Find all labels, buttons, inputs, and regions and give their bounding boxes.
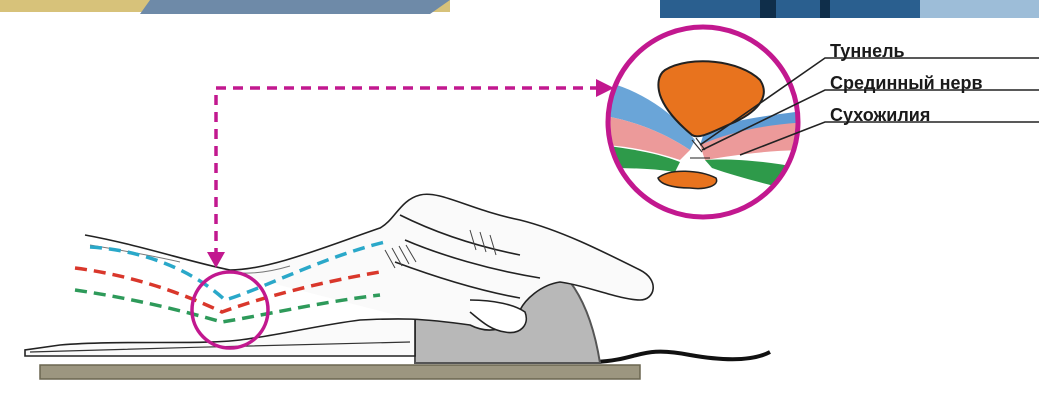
top-strip-right-light: [920, 0, 1039, 18]
top-strip-right-dark2: [820, 0, 830, 18]
label-tunnel: Туннель: [830, 42, 905, 60]
label-tendons: Сухожилия: [830, 106, 930, 124]
mouse-cable: [595, 352, 770, 362]
cross-section-magnifier: [600, 20, 810, 230]
top-strip-left-dark: [140, 0, 450, 14]
label-median-nerve: Срединный нерв: [830, 74, 983, 92]
desk-surface: [40, 365, 640, 379]
top-strip-right-dark1: [760, 0, 776, 18]
